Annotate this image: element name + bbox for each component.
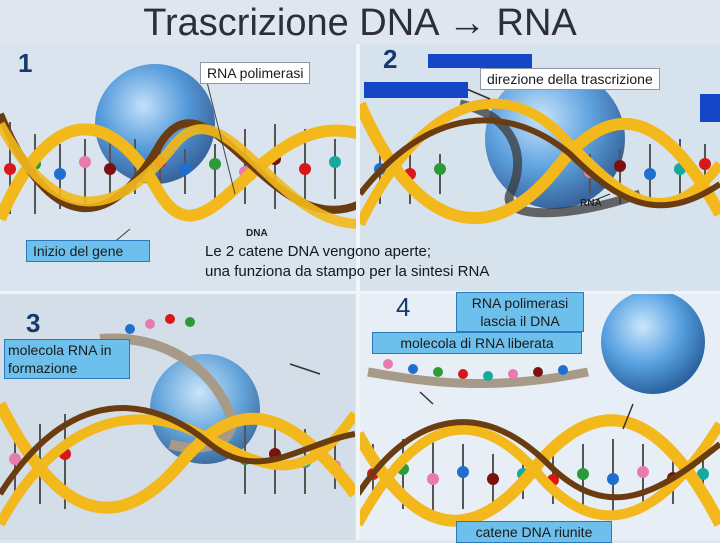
label-dna: DNA (246, 228, 268, 239)
pointer-line-2 (420, 392, 433, 404)
label-polimerasi-lascia: RNA polimerasi lascia il DNA (456, 292, 584, 332)
page-title: Trascrizione DNA → RNA (0, 0, 720, 46)
label-molecola-liberata: molecola di RNA liberata (372, 332, 582, 354)
caption-line-1: Le 2 catene DNA vengono aperte; (205, 242, 489, 262)
label-bar (364, 82, 468, 98)
dna-illustration-3 (0, 294, 355, 540)
label-rna-polimerasi: RNA polimerasi (200, 62, 310, 84)
panel-step-3 (0, 294, 355, 540)
label-bar (428, 54, 532, 68)
caption-line-2: una funziona da stampo per la sintesi RN… (205, 262, 489, 282)
step-number-3: 3 (26, 308, 40, 339)
label-inizio-gene: Inizio del gene (26, 240, 150, 262)
step-number-1: 1 (18, 48, 32, 79)
released-polymerase-shape (601, 294, 705, 394)
label-rna: RNA (580, 198, 602, 209)
released-rna-strand (368, 372, 588, 384)
divider-horizontal (0, 291, 720, 294)
step-number-4: 4 (396, 292, 410, 323)
label-direzione-trascrizione: direzione della trascrizione (480, 68, 660, 90)
rna-polymerase-shape (485, 69, 625, 209)
label-bar (700, 94, 720, 122)
caption-step-2: Le 2 catene DNA vengono aperte; una funz… (205, 242, 489, 282)
label-molecola-formazione: molecola RNA in formazione (4, 339, 130, 379)
step-number-2: 2 (383, 44, 397, 75)
direction-arrow (290, 364, 320, 374)
